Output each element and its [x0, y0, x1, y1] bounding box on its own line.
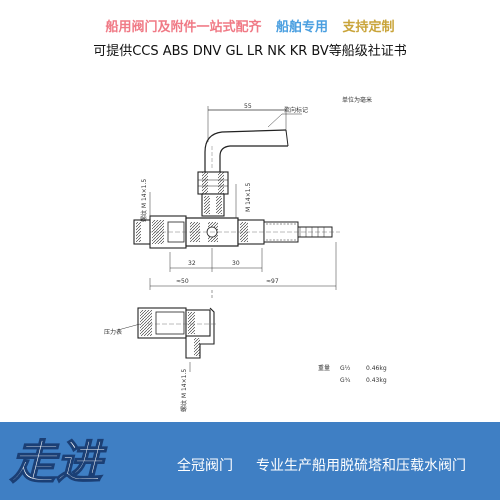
dim-right-length: 30 [232, 260, 240, 267]
weight-row2-value: 0.43kg [366, 377, 387, 384]
left-thread-label: 螺纹 M 14×1.5 [140, 179, 148, 222]
promo-text-ship: 船舶专用 [275, 20, 328, 35]
dim-overall-left: ≈50 [176, 278, 189, 285]
promo-text-custom: 支持定制 [342, 20, 395, 35]
dim-overall-right: ≈97 [266, 278, 279, 285]
weight-row1-value: 0.46kg [366, 365, 387, 372]
logo-text: 走进 [9, 435, 107, 488]
company-slogan: 专业生产船用脱硫塔和压载水阀门 [256, 458, 466, 474]
weight-label: 重量 [318, 364, 330, 372]
unit-note: 单位为毫米 [342, 96, 372, 104]
weight-row2-size: G¾ [340, 377, 351, 384]
right-thread-label: M 14×1.5 [245, 183, 252, 212]
header-banner: 船用阀门及附件一站式配齐 船舶专用 支持定制 可提供CCS ABS DNV GL… [0, 0, 500, 72]
promo-line: 船用阀门及附件一站式配齐 船舶专用 支持定制 [0, 16, 500, 35]
lower-thread-label: 螺纹 M 14×1.5 [180, 369, 188, 412]
weight-row1-size: G½ [340, 365, 351, 372]
footer-banner [0, 422, 500, 500]
dim-top-length: 55 [244, 103, 252, 110]
company-logo: 走进 [8, 434, 107, 488]
dim-left-length: 32 [188, 260, 196, 267]
flow-marker-note: 流向标记 [284, 106, 308, 114]
promo-text-main: 船用阀门及附件一站式配齐 [105, 20, 262, 35]
brand-name: 全冠阀门 [177, 458, 233, 474]
pressure-gauge-label: 压力表 [104, 328, 122, 336]
valve-technical-drawing: 单位为毫米 55 流向标记 螺纹 M 14×1.5 M 14×1.5 [104, 96, 387, 412]
certificate-line: 可提供CCS ABS DNV GL LR NK KR BV等船级社证书 [93, 44, 407, 59]
